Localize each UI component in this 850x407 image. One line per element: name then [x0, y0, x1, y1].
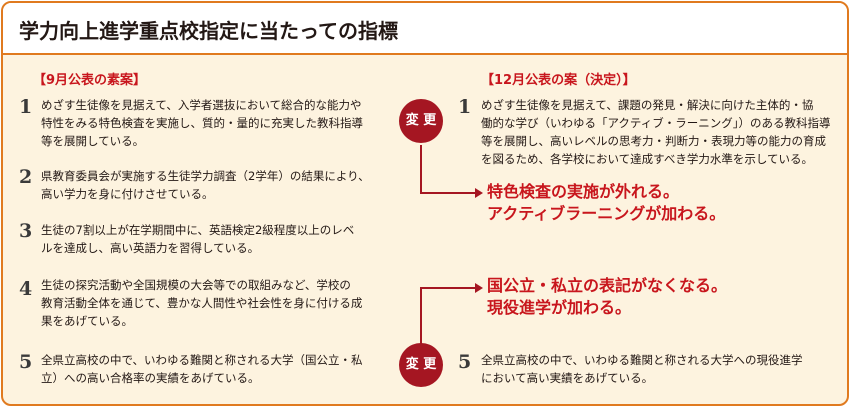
item-number: 4 [19, 278, 33, 300]
change-badge-bottom: 変 更 [399, 343, 443, 387]
arrow-line-bottom [420, 287, 475, 349]
item-text: 全県立高校の中で、いわゆる難関と称される大学（国公立・私 立）への高い合格率の実… [41, 353, 363, 385]
page-title: 学力向上進学重点校指定に当たっての指標 [19, 19, 398, 43]
item-text: 生徒の探究活動や全国規模の大会等での取組みなど、学校の 教育活動全体を通じて、豊… [41, 278, 363, 328]
item-text: 全県立高校の中で、いわゆる難関と称される大学への現役進学 において高い実績をあげ… [481, 353, 803, 385]
left-heading: 【9月公表の素案】 [33, 73, 147, 88]
item-text: めざす生徒像を見据えて、課題の発見・解決に向けた主体的・協 働的な学び（いわゆる… [481, 98, 831, 166]
item-number: 5 [19, 351, 33, 373]
right-heading: 【12月公表の案（決定）】 [481, 73, 636, 88]
result-text-1: 特色検査の実施が外れる。 アクティブラーニングが加わる。 [487, 182, 726, 223]
arrow-head-top [475, 188, 483, 198]
arrow-line-top [420, 145, 475, 194]
change-arrows [420, 145, 483, 349]
title-bar: 学力向上進学重点校指定に当たっての指標 [3, 3, 847, 55]
item-text: 県教育委員会が実施する生徒学力調査（2学年）の結果により、 高い学力を身に付けさ… [41, 169, 370, 201]
result-text-2: 国公立・私立の表記がなくなる。 現役進学が加わる。 [487, 276, 728, 317]
change-badge-top: 変 更 [399, 99, 443, 143]
arrow-head-bottom [475, 283, 483, 293]
item-number: 2 [19, 166, 33, 188]
item-number: 5 [458, 351, 472, 373]
item-text: 生徒の7割以上が在学期間中に、英語検定2級程度以上のレベ ルを達成し、高い英語力… [41, 223, 355, 255]
item-number: 3 [19, 220, 33, 242]
item-number: 1 [19, 96, 33, 118]
item-text: めざす生徒像を見据えて、入学者選抜において総合的な能力や 特性をみる特色検査を実… [41, 98, 363, 148]
item-number: 1 [458, 96, 472, 118]
